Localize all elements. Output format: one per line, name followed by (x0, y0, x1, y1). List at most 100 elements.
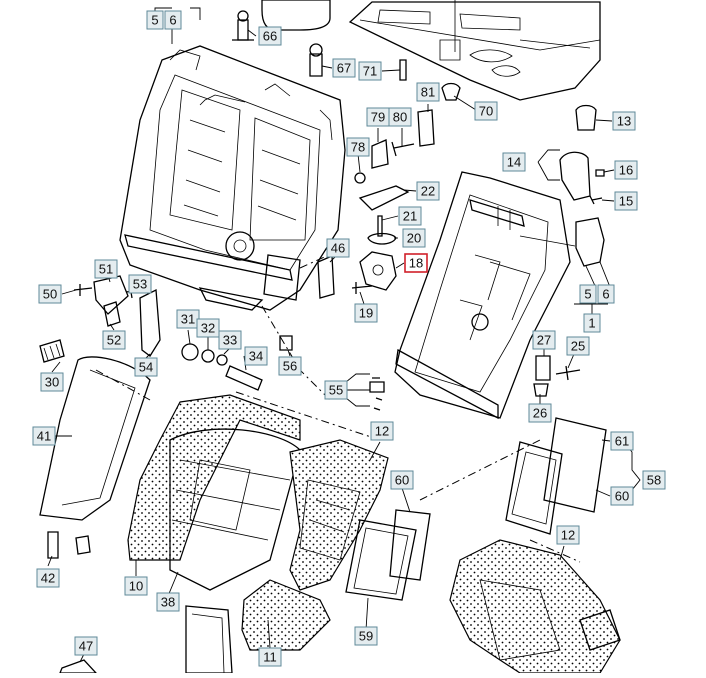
callout-label: 11 (263, 650, 277, 665)
callout-label: 67 (337, 61, 351, 76)
callout-label: 38 (161, 595, 175, 610)
callout-27: 27 (532, 330, 556, 350)
backrest-frame-right (394, 171, 576, 420)
callout-label: 61 (615, 434, 629, 449)
callout-32: 32 (196, 318, 220, 338)
callout-11: 11 (258, 647, 282, 667)
callout-60: 60 (390, 470, 414, 490)
callout-box (388, 107, 412, 127)
bolt-56 (279, 335, 293, 351)
callout-54: 54 (134, 357, 158, 377)
callout-label: 60 (395, 473, 409, 488)
callout-label: 50 (43, 287, 57, 302)
callout-box (134, 357, 158, 377)
callout-box (528, 403, 552, 423)
fastener-71 (399, 59, 407, 81)
callout-label: 56 (283, 359, 297, 374)
callout-label: 13 (617, 114, 631, 129)
callout-46: 46 (326, 238, 350, 258)
screw-16 (595, 169, 605, 177)
callout-box (566, 336, 590, 356)
callout-label: 6 (169, 13, 176, 28)
callout-label: 27 (537, 333, 551, 348)
callout-66: 66 (258, 26, 282, 46)
callout-52: 52 (102, 330, 126, 350)
callout-label: 5 (151, 13, 158, 28)
callout-box (332, 58, 356, 78)
callout-79: 79 (366, 107, 390, 127)
callout-18: 18 (404, 253, 428, 273)
callout-80: 80 (388, 107, 412, 127)
bolt-42 (47, 531, 59, 559)
callout-label: 19 (359, 306, 373, 321)
screw-55 (369, 381, 385, 393)
callout-box (502, 152, 526, 172)
callout-5: 5 (579, 284, 597, 304)
callout-box (390, 470, 414, 490)
callout-box (164, 10, 182, 30)
callout-51: 51 (94, 259, 118, 279)
callout-25: 25 (566, 336, 590, 356)
callout-15: 15 (614, 191, 638, 211)
callout-label: 12 (375, 424, 389, 439)
hinge-18 (359, 251, 397, 291)
callout-box (196, 318, 220, 338)
callout-box (474, 101, 498, 121)
callout-label: 59 (359, 629, 373, 644)
callout-box (354, 303, 378, 323)
callout-box (354, 626, 378, 646)
callout-50: 50 (38, 284, 62, 304)
trim-54 (139, 288, 161, 357)
callout-label: 22 (421, 184, 435, 199)
washer-33 (216, 354, 228, 366)
pin-50 (73, 284, 93, 296)
callout-47: 47 (74, 636, 98, 656)
callout-59: 59 (354, 626, 378, 646)
callout-box (532, 330, 556, 350)
backrest-frame-left (119, 45, 346, 311)
callout-box (74, 636, 98, 656)
callout-label: 70 (479, 104, 493, 119)
callout-22: 22 (416, 181, 440, 201)
callout-label: 54 (139, 360, 153, 375)
callout-box (124, 576, 148, 596)
callout-box (102, 330, 126, 350)
callout-31: 31 (176, 309, 200, 329)
bolt-25 (555, 365, 581, 381)
callout-71: 71 (358, 61, 382, 81)
callout-box (404, 253, 428, 273)
panel-60 (389, 509, 431, 581)
callout-42: 42 (36, 568, 60, 588)
callout-34: 34 (244, 346, 268, 366)
hinge-51 (93, 275, 129, 315)
block-30 (39, 339, 65, 363)
callout-label: 58 (647, 473, 661, 488)
callout-label: 47 (79, 639, 93, 654)
callout-box (614, 191, 638, 211)
washer-32 (201, 349, 215, 363)
callout-label: 15 (619, 194, 633, 209)
callout-20: 20 (402, 228, 426, 248)
callout-10: 10 (124, 576, 148, 596)
callout-box (128, 274, 152, 294)
callout-19: 19 (354, 303, 378, 323)
callout-label: 33 (223, 333, 237, 348)
callout-box (402, 228, 426, 248)
callout-16: 16 (614, 160, 638, 180)
part-47 (59, 659, 98, 674)
callout-6: 6 (164, 10, 182, 30)
parcel-shelf (348, 0, 601, 101)
callout-box (94, 259, 118, 279)
screw-21 (377, 215, 383, 237)
bolt-80 (391, 141, 415, 157)
callout-box (358, 61, 382, 81)
handle-14 (559, 151, 591, 201)
callout-box (326, 238, 350, 258)
screw-15 (589, 195, 603, 205)
bracket-81 (417, 109, 435, 147)
cap-13 (575, 104, 597, 131)
callout-box (218, 330, 242, 350)
bolt-19 (351, 282, 373, 294)
callout-55: 55 (324, 380, 348, 400)
